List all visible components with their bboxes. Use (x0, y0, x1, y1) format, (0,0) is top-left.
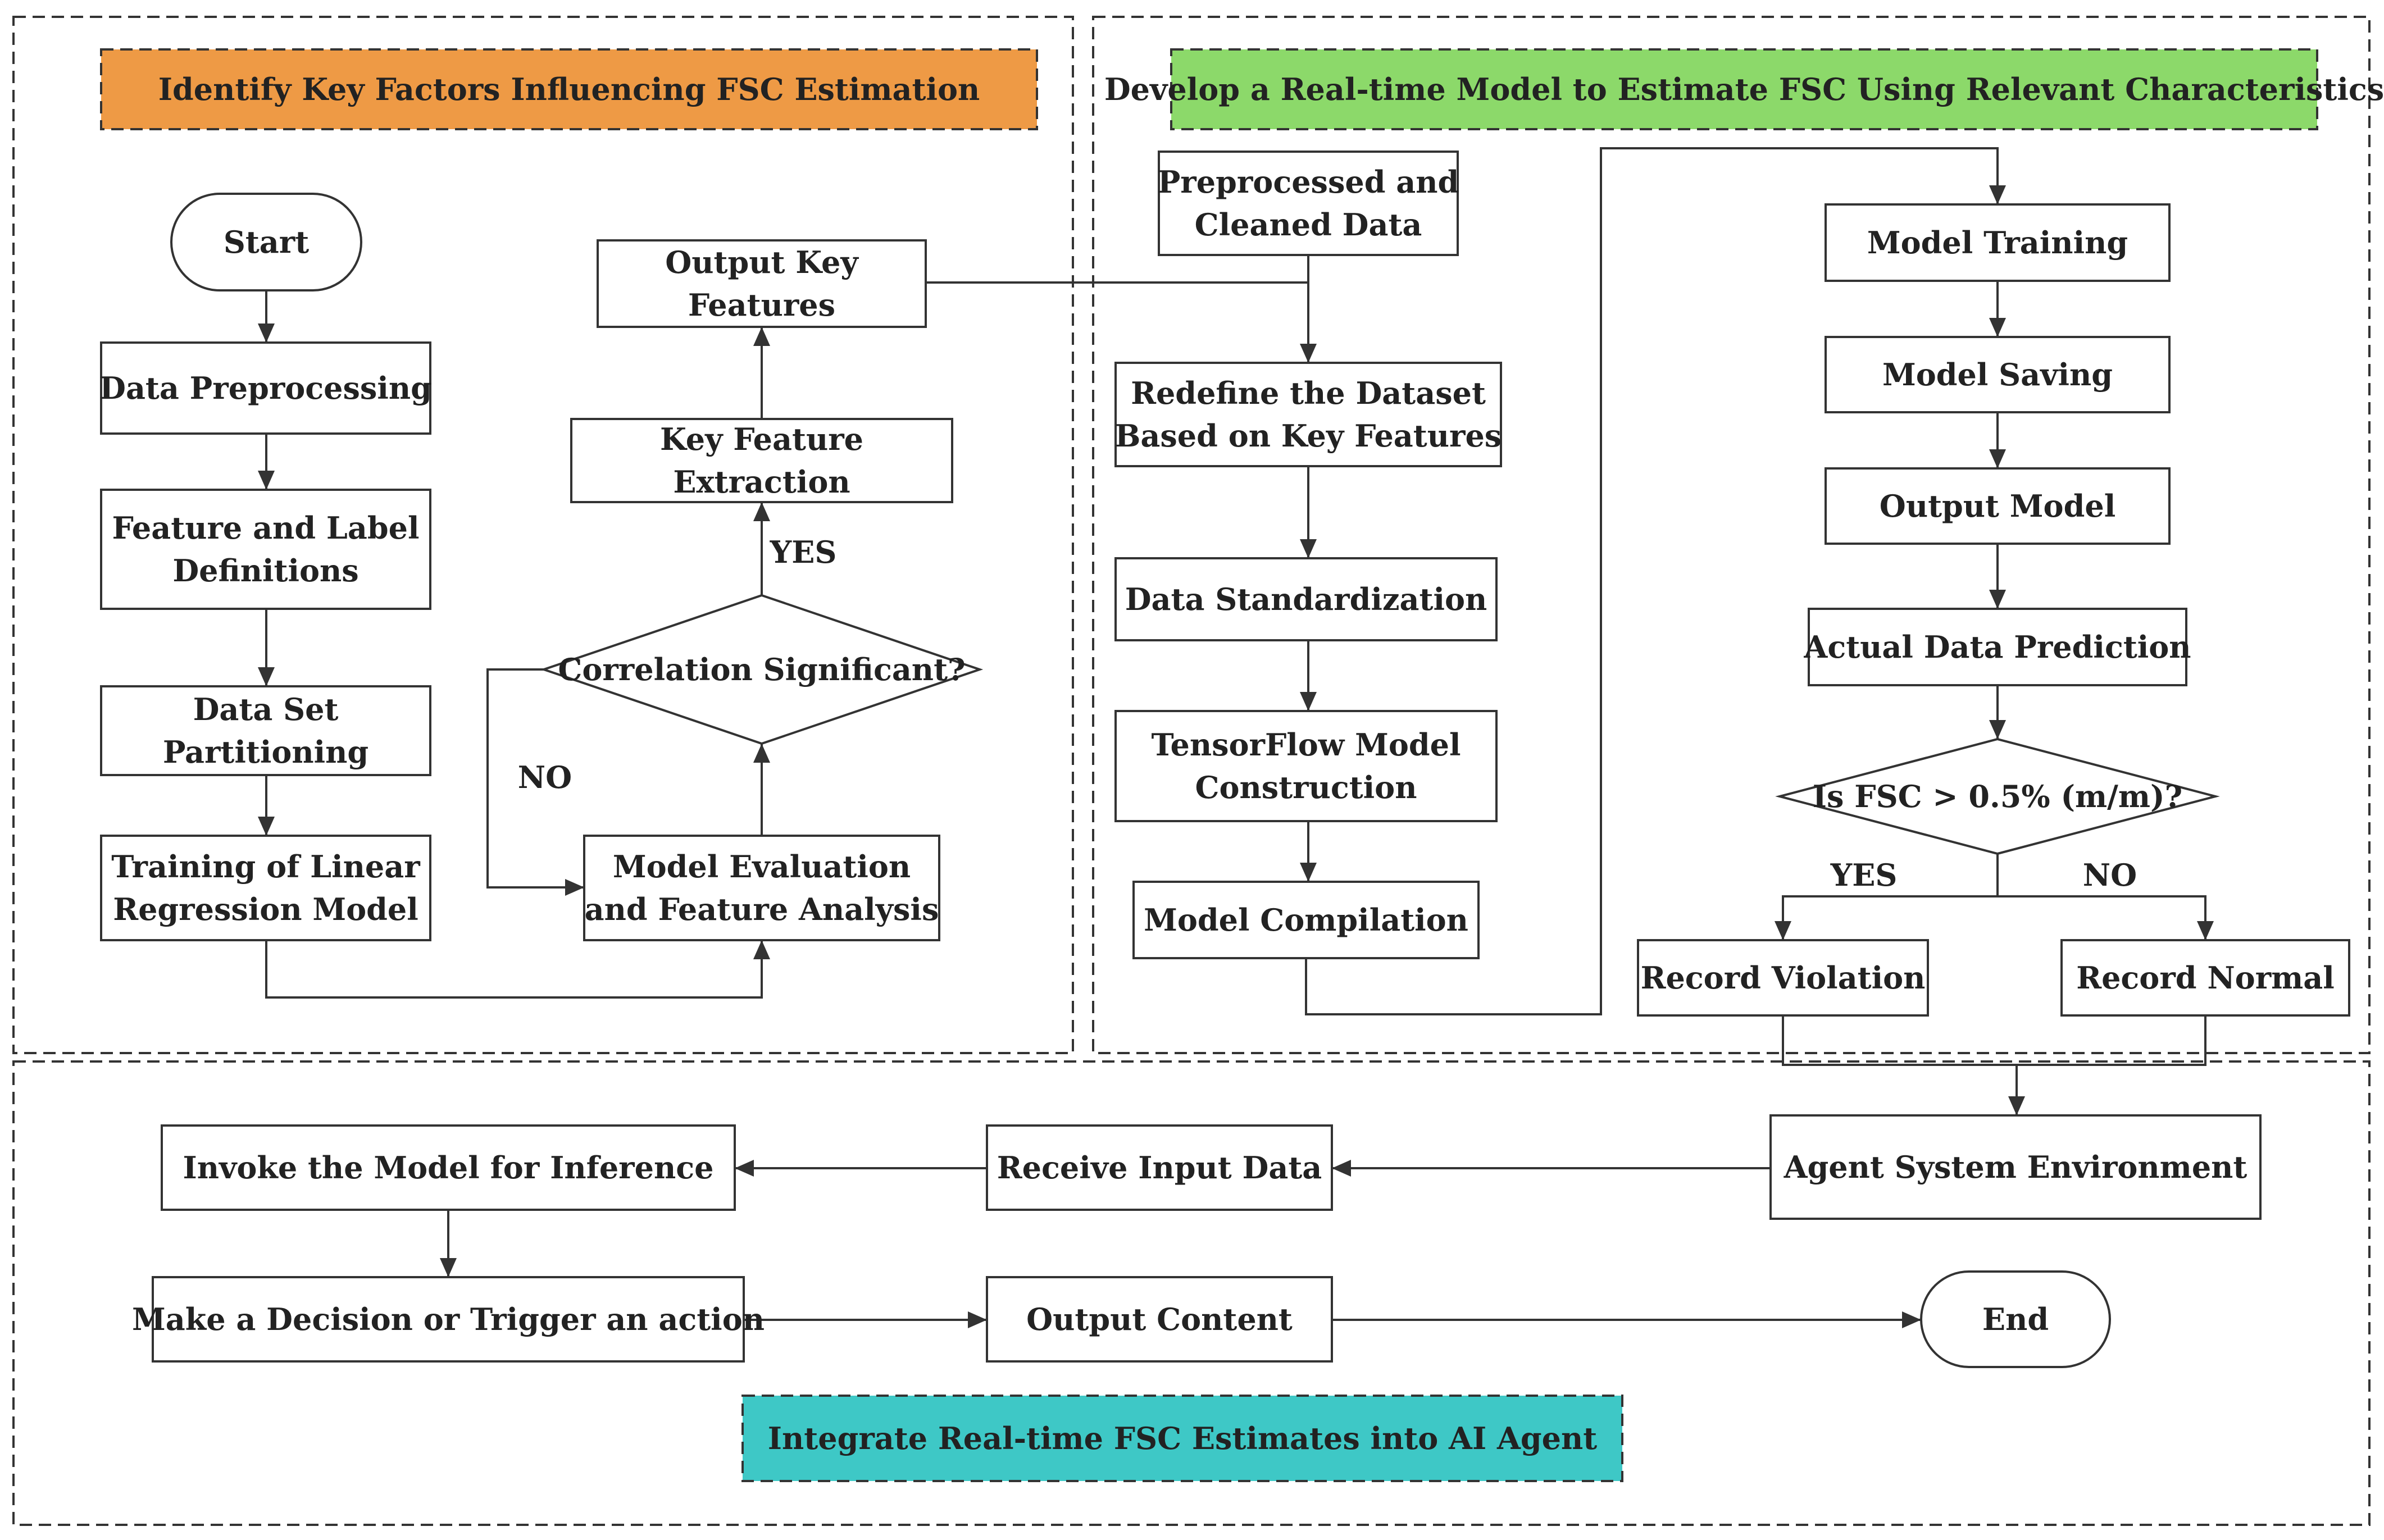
correlation-yes-label-text: YES (770, 534, 837, 570)
linear-regression-training-box-label-line-1: Training of Linear (111, 849, 420, 885)
key-feature-extraction-box-label-line-1: Key Feature (660, 421, 863, 457)
output-content-box: Output Content (986, 1276, 1333, 1363)
actual-data-prediction-box-label: Actual Data Prediction (1803, 629, 2191, 665)
record-violation-box: Record Violation (1637, 939, 1929, 1017)
preprocessed-data-box-label-line-1: Preprocessed and (1158, 164, 1459, 200)
arrow-compilation-to-training (1305, 147, 2006, 1015)
actual-data-prediction-box: Actual Data Prediction (1803, 608, 2191, 686)
redefine-dataset-box-label-line-1: Redefine the Dataset (1131, 375, 1486, 411)
section-identify-frame (12, 16, 1074, 1054)
arrow-decision-no-to-normal (1998, 895, 2214, 940)
arrow-decision-yes-to-violation (1775, 895, 1998, 940)
tensorflow-construction-box-label-line-1: TensorFlow Model (1151, 727, 1461, 763)
record-normal-box-label: Record Normal (2076, 960, 2335, 996)
record-normal-box: Record Normal (2060, 939, 2350, 1017)
data-standardization-box: Data Standardization (1114, 557, 1498, 641)
data-partitioning-box-label-line-2: Partitioning (163, 734, 368, 770)
data-preprocessing-box-label: Data Preprocessing (99, 370, 432, 406)
fsc-threshold-decision-label: Is FSC > 0.5% (m/m)? (1813, 778, 2182, 814)
banner-integrate: Integrate Real-time FSC Estimates into A… (741, 1395, 1623, 1482)
model-compilation-box: Model Compilation (1132, 881, 1480, 959)
arrow-correlation-no-to-evaluation (486, 668, 584, 896)
make-decision-box: Make a Decision or Trigger an action (132, 1276, 765, 1363)
end-terminal-label: End (1982, 1301, 2049, 1337)
invoke-model-box: Invoke the Model for Inference (161, 1124, 736, 1211)
fsc-yes-label: YES (1830, 857, 1898, 893)
data-partitioning-box-label-line-1: Data Set (193, 691, 339, 727)
section-develop-frame (1092, 16, 2371, 1054)
agent-system-environment-box-label: Agent System Environment (1784, 1149, 2247, 1185)
invoke-model-box-label: Invoke the Model for Inference (183, 1150, 714, 1186)
correlation-decision-label: Correlation Significant? (558, 651, 965, 687)
preprocessed-data-box-label-line-2: Cleaned Data (1195, 207, 1422, 243)
output-content-box-label: Output Content (1026, 1301, 1293, 1337)
model-evaluation-box-label-line-2: and Feature Analysis (585, 891, 939, 927)
output-model-box: Output Model (1825, 467, 2171, 545)
banner-identify-text: Identify Key Factors Influencing FSC Est… (158, 71, 980, 107)
start-terminal: Start (170, 193, 362, 291)
correlation-no-label: NO (518, 759, 572, 795)
line-normal-merge (2017, 1015, 2206, 1066)
key-feature-extraction-box-label-line-2: Extraction (673, 464, 850, 500)
start-terminal-label: Start (224, 224, 309, 260)
banner-develop: Develop a Real-time Model to Estimate FS… (1104, 48, 2384, 130)
fsc-threshold-decision: Is FSC > 0.5% (m/m)? (1775, 737, 2220, 855)
fsc-no-label-text: NO (2083, 857, 2137, 893)
output-key-features-box-label-line-2: Features (688, 287, 835, 323)
model-training-box: Model Training (1825, 203, 2171, 282)
banner-develop-text: Develop a Real-time Model to Estimate FS… (1104, 71, 2384, 107)
model-evaluation-box: Model Evaluation and Feature Analysis (583, 835, 940, 941)
agent-system-environment-box: Agent System Environment (1769, 1114, 2262, 1220)
arrow-training-to-evaluation (265, 940, 770, 999)
correlation-no-label-text: NO (518, 759, 572, 795)
feature-label-box-label-line-2: Definitions (172, 553, 358, 589)
line-violation-merge (1782, 1015, 2017, 1066)
data-preprocessing-box: Data Preprocessing (99, 341, 432, 435)
record-violation-box-label: Record Violation (1641, 960, 1926, 996)
output-model-box-label: Output Model (1880, 488, 2115, 524)
receive-input-data-box-label: Receive Input Data (997, 1150, 1322, 1186)
linear-regression-training-box-label-line-2: Regression Model (113, 891, 418, 927)
fsc-no-label: NO (2083, 857, 2137, 893)
banner-integrate-text: Integrate Real-time FSC Estimates into A… (768, 1420, 1598, 1456)
banner-identify: Identify Key Factors Influencing FSC Est… (100, 48, 1038, 130)
receive-input-data-box: Receive Input Data (986, 1124, 1333, 1211)
make-decision-box-label: Make a Decision or Trigger an action (132, 1301, 765, 1337)
redefine-dataset-box-label-line-2: Based on Key Features (1115, 418, 1502, 454)
model-saving-box-label: Model Saving (1882, 357, 2113, 393)
output-key-features-box-label-line-1: Output Key (665, 244, 859, 280)
feature-label-box-label-line-1: Feature and Label (112, 510, 420, 546)
model-compilation-box-label: Model Compilation (1144, 902, 1468, 938)
tensorflow-construction-box-label-line-2: Construction (1195, 769, 1417, 805)
data-standardization-box-label: Data Standardization (1125, 581, 1487, 617)
end-terminal: End (1920, 1270, 2111, 1368)
model-evaluation-box-label-line-1: Model Evaluation (613, 849, 911, 885)
model-training-box-label: Model Training (1867, 225, 2128, 261)
correlation-yes-label: YES (770, 534, 837, 570)
correlation-decision: Correlation Significant? (540, 594, 984, 745)
section-integrate-frame (12, 1060, 2371, 1526)
model-saving-box: Model Saving (1825, 336, 2171, 413)
fsc-yes-label-text: YES (1830, 857, 1898, 893)
